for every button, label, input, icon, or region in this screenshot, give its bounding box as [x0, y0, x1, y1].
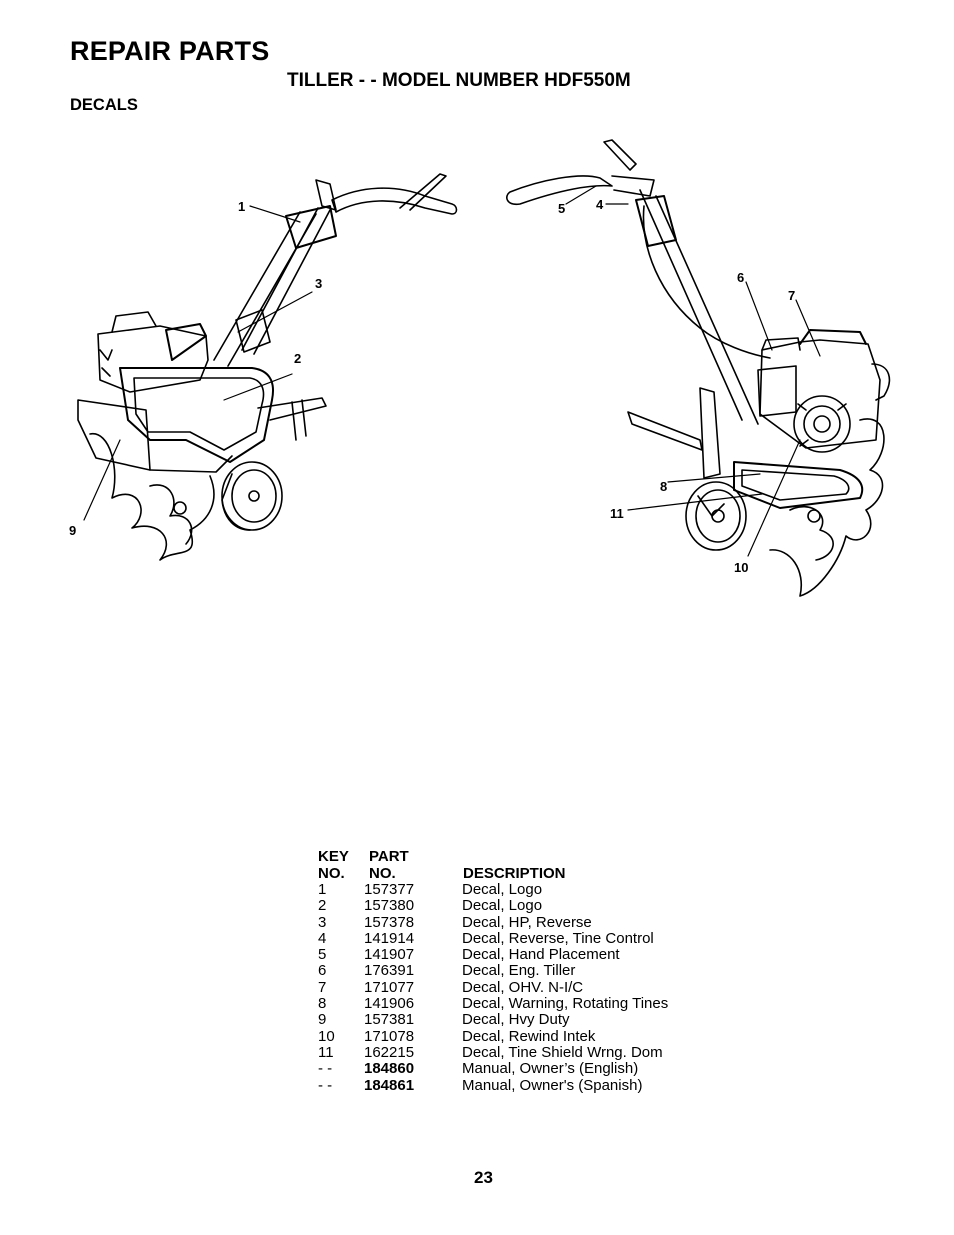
callout-5: 5 — [558, 201, 565, 216]
key-cell: - - — [318, 1076, 333, 1094]
header-part-line1: PART — [369, 848, 409, 865]
description-cell: Decal, Hand Placement — [462, 946, 620, 964]
header-part-line2: NO. — [369, 865, 396, 882]
part-number-cell: 171078 — [364, 1027, 415, 1045]
part-number-cell: 171077 — [364, 978, 415, 996]
callout-6: 6 — [737, 270, 744, 285]
left-tiller-drawing — [77, 173, 458, 561]
part-number-cell: 141906 — [364, 995, 415, 1013]
right-tiller-drawing — [506, 139, 891, 597]
key-cell: 7 — [318, 978, 327, 996]
part-number-cell: 162215 — [364, 1043, 415, 1061]
key-cell: 2 — [318, 897, 327, 915]
description-cell: Decal, Logo — [462, 897, 543, 915]
description-cell: Manual, Owner's (Spanish) — [462, 1076, 643, 1094]
description-cell: Manual, Owner’s (English) — [462, 1060, 639, 1078]
callout-2: 2 — [294, 351, 301, 366]
header-key-line1: KEY — [318, 848, 349, 865]
key-cell: - - — [318, 1060, 333, 1078]
description-cell: Decal, Warning, Rotating Tines — [462, 995, 669, 1013]
callout-3: 3 — [315, 276, 322, 291]
key-cell: 4 — [318, 929, 327, 947]
part-number-cell: 157381 — [364, 1011, 415, 1029]
header-key-line2: NO. — [318, 865, 345, 882]
callout-10: 10 — [734, 560, 748, 575]
key-cell: 1 — [318, 881, 327, 898]
description-cell: Decal, Logo — [462, 881, 543, 898]
callout-4: 4 — [596, 197, 604, 212]
description-cell: Decal, Tine Shield Wrng. Dom — [462, 1043, 663, 1061]
callout-11: 11 — [610, 506, 624, 521]
callout-1: 1 — [238, 199, 245, 214]
section-heading: DECALS — [70, 96, 138, 114]
key-cell: 6 — [318, 962, 327, 980]
part-number-cell: 184860 — [364, 1060, 415, 1078]
part-number-cell: 157378 — [364, 913, 415, 931]
page-number: 23 — [474, 1168, 493, 1187]
description-cell: Decal, Reverse, Tine Control — [462, 929, 654, 947]
tiller-illustrations: 1 3 2 9 5 4 6 7 8 11 10 — [69, 139, 891, 597]
key-cell: 10 — [318, 1027, 335, 1045]
model-subtitle: TILLER - - MODEL NUMBER HDF550M — [287, 70, 631, 91]
key-cell: 9 — [318, 1011, 327, 1029]
part-number-cell: 184861 — [364, 1076, 415, 1094]
key-cell: 3 — [318, 913, 327, 931]
description-cell: Decal, Rewind Intek — [462, 1027, 596, 1045]
page-title: REPAIR PARTS — [70, 36, 270, 66]
part-number-cell: 157377 — [364, 881, 415, 898]
callout-9: 9 — [69, 523, 76, 538]
part-number-cell: 141907 — [364, 946, 415, 964]
description-cell: Decal, OHV. N-I/C — [462, 978, 584, 996]
callout-8: 8 — [660, 479, 667, 494]
callout-7: 7 — [788, 288, 795, 303]
part-number-cell: 141914 — [364, 929, 415, 947]
part-number-cell: 176391 — [364, 962, 415, 980]
key-cell: 11 — [318, 1043, 334, 1061]
description-cell: Decal, HP, Reverse — [462, 913, 592, 931]
key-cell: 8 — [318, 995, 327, 1013]
description-cell: Decal, Hvy Duty — [462, 1011, 570, 1029]
part-number-cell: 157380 — [364, 897, 415, 915]
key-cell: 5 — [318, 946, 327, 964]
description-cell: Decal, Eng. Tiller — [462, 962, 576, 980]
header-description: DESCRIPTION — [463, 865, 566, 882]
